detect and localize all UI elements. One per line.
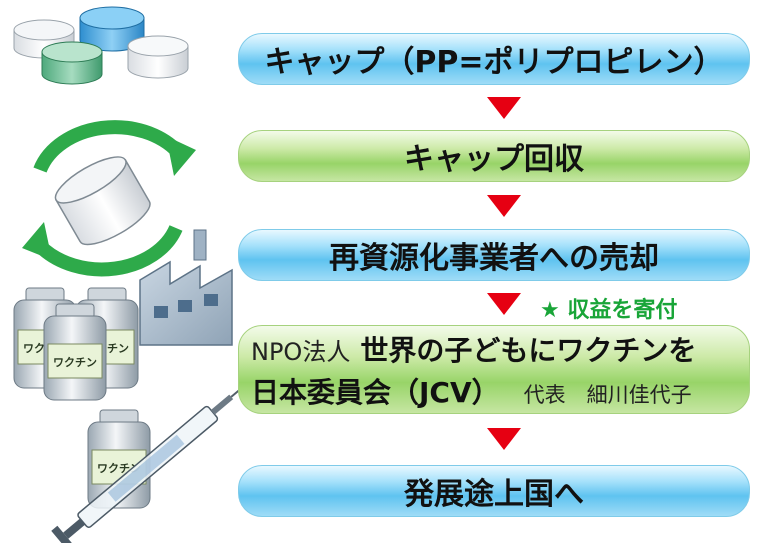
bottle-caps-icon — [13, 6, 189, 85]
factory-icon — [139, 229, 233, 346]
syringe-icon: ワクチン — [51, 374, 258, 543]
representative: 代表 細川佳代子 — [523, 382, 692, 407]
step-developing-countries-label: 発展途上国へ — [404, 477, 584, 512]
down-arrow-icon — [487, 428, 521, 450]
step-developing-countries: 発展途上国へ — [238, 465, 750, 517]
down-arrow-icon — [487, 195, 521, 217]
down-arrow-icon — [487, 293, 521, 315]
step-collection-label: キャップ回収 — [404, 142, 584, 177]
vaccine-label: ワクチン — [53, 356, 97, 369]
step-sale: 再資源化事業者への売却 — [238, 229, 750, 281]
step-jcv: NPO法人 世界の子どもにワクチンを 日本委員会（JCV） 代表 細川佳代子 — [238, 325, 750, 414]
step-sale-label: 再資源化事業者への売却 — [329, 241, 659, 276]
org-name-line1: 世界の子どもにワクチンを — [360, 333, 697, 367]
step-caps-label: キャップ（PP=ポリプロピレン） — [264, 45, 724, 80]
step-collection: キャップ回収 — [238, 130, 750, 182]
donation-note: ★ 収益を寄付 — [540, 298, 678, 323]
down-arrow-icon — [487, 97, 521, 119]
recycle-icon — [22, 120, 196, 277]
npo-prefix: NPO法人 — [251, 337, 351, 366]
org-name-line2: 日本委員会（JCV） — [251, 375, 500, 409]
step-caps: キャップ（PP=ポリプロピレン） — [238, 33, 750, 85]
vaccine-bottles-icon: ワクチン ワクチン ワクチン — [13, 287, 139, 401]
